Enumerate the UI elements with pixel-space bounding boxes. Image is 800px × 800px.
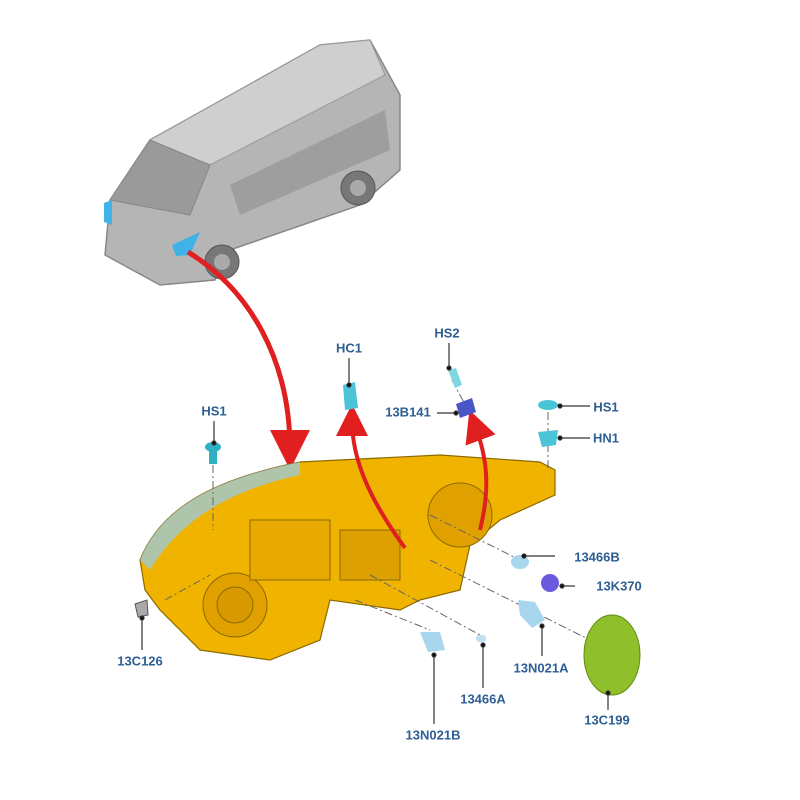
label-hs2: HS2 (434, 325, 460, 341)
clip-13c126 (134, 599, 149, 618)
headlamp-housing (139, 454, 556, 661)
label-hn1: HN1 (592, 430, 620, 446)
label-hc1: HC1 (335, 340, 363, 356)
bulb-13n021a (518, 600, 545, 628)
bulb-13n021b (420, 632, 445, 652)
cover-13c199 (583, 614, 641, 696)
screw-hs2 (448, 368, 462, 388)
bulb-13466a (476, 635, 486, 642)
label-hs1-left: HS1 (201, 403, 227, 419)
label-13466b: 13466B (574, 549, 620, 565)
label-hs1-right: HS1 (593, 399, 619, 415)
headlamp-highlight (172, 232, 200, 256)
cap-13k370 (541, 574, 559, 592)
clip-hc1 (343, 382, 358, 410)
label-13c199: 13C199 (584, 712, 630, 728)
label-13n021a: 13N021A (513, 660, 569, 676)
label-13466a: 13466A (460, 691, 506, 707)
label-13c126: 13C126 (117, 653, 163, 669)
label-13k370: 13K370 (596, 578, 642, 594)
label-13n021b: 13N021B (405, 727, 461, 743)
nut-hn1 (538, 430, 558, 447)
location-arrow (186, 249, 310, 470)
label-13b141: 13B141 (385, 404, 431, 420)
screw-hs1-right (538, 400, 558, 410)
part-13b141 (456, 398, 476, 418)
screw-hs1-left (205, 442, 221, 452)
van-illustration (104, 39, 401, 286)
